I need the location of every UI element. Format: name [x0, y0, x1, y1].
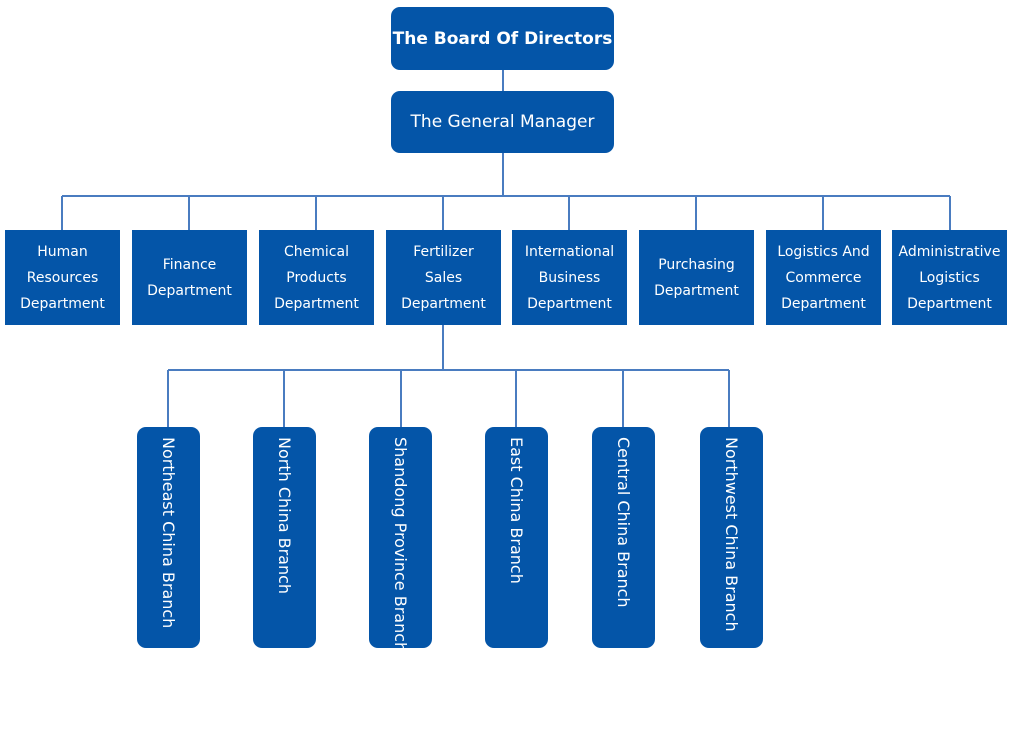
general-manager-label: The General Manager	[410, 112, 595, 132]
branch-label: Central China Branch	[614, 437, 633, 608]
dept-label-line: Sales	[424, 269, 463, 286]
dept-label-line: Human	[37, 243, 88, 260]
branch-northwest-china: Northwest China Branch	[700, 427, 763, 648]
dept-label-line: Finance	[162, 256, 217, 273]
dept-label-line: Department	[654, 282, 739, 299]
dept-label-line: Department	[781, 295, 866, 312]
board-of-directors-box: The Board Of Directors	[391, 7, 614, 70]
dept-label-line: Department	[527, 295, 612, 312]
dept-label-line: Commerce	[785, 269, 862, 286]
branch-label: Northeast China Branch	[159, 437, 178, 629]
dept-label-line: Chemical	[284, 243, 349, 260]
general-manager-box: The General Manager	[391, 91, 614, 153]
branch-central-china: Central China Branch	[592, 427, 655, 648]
dept-label-line: Department	[401, 295, 486, 312]
branch-north-china: North China Branch	[253, 427, 316, 648]
board-of-directors-label: The Board Of Directors	[392, 28, 613, 49]
branch-east-china: East China Branch	[485, 427, 548, 648]
dept-label-line: Fertilizer	[413, 243, 474, 260]
dept-label-line: Department	[907, 295, 992, 312]
branch-label: Shandong Province Branch	[391, 437, 410, 653]
dept-label-line: Logistics And	[777, 243, 870, 260]
branch-label: East China Branch	[507, 437, 526, 584]
dept-label-line: Business	[538, 269, 601, 286]
branch-label: North China Branch	[275, 437, 294, 595]
dept-label-line: Department	[147, 282, 232, 299]
branch-northeast-china: Northeast China Branch	[137, 427, 200, 648]
dept-label-line: Purchasing	[658, 256, 735, 273]
dept-label-line: Products	[286, 269, 347, 286]
branch-shandong-province: Shandong Province Branch	[369, 427, 432, 652]
dept-label-line: Administrative	[898, 243, 1001, 260]
branch-label: Northwest China Branch	[722, 437, 741, 632]
dept-label-line: Department	[274, 295, 359, 312]
dept-label-line: Department	[20, 295, 105, 312]
dept-label-line: Resources	[26, 269, 99, 286]
dept-label-line: International	[524, 243, 615, 260]
dept-label-line: Logistics	[919, 269, 980, 286]
